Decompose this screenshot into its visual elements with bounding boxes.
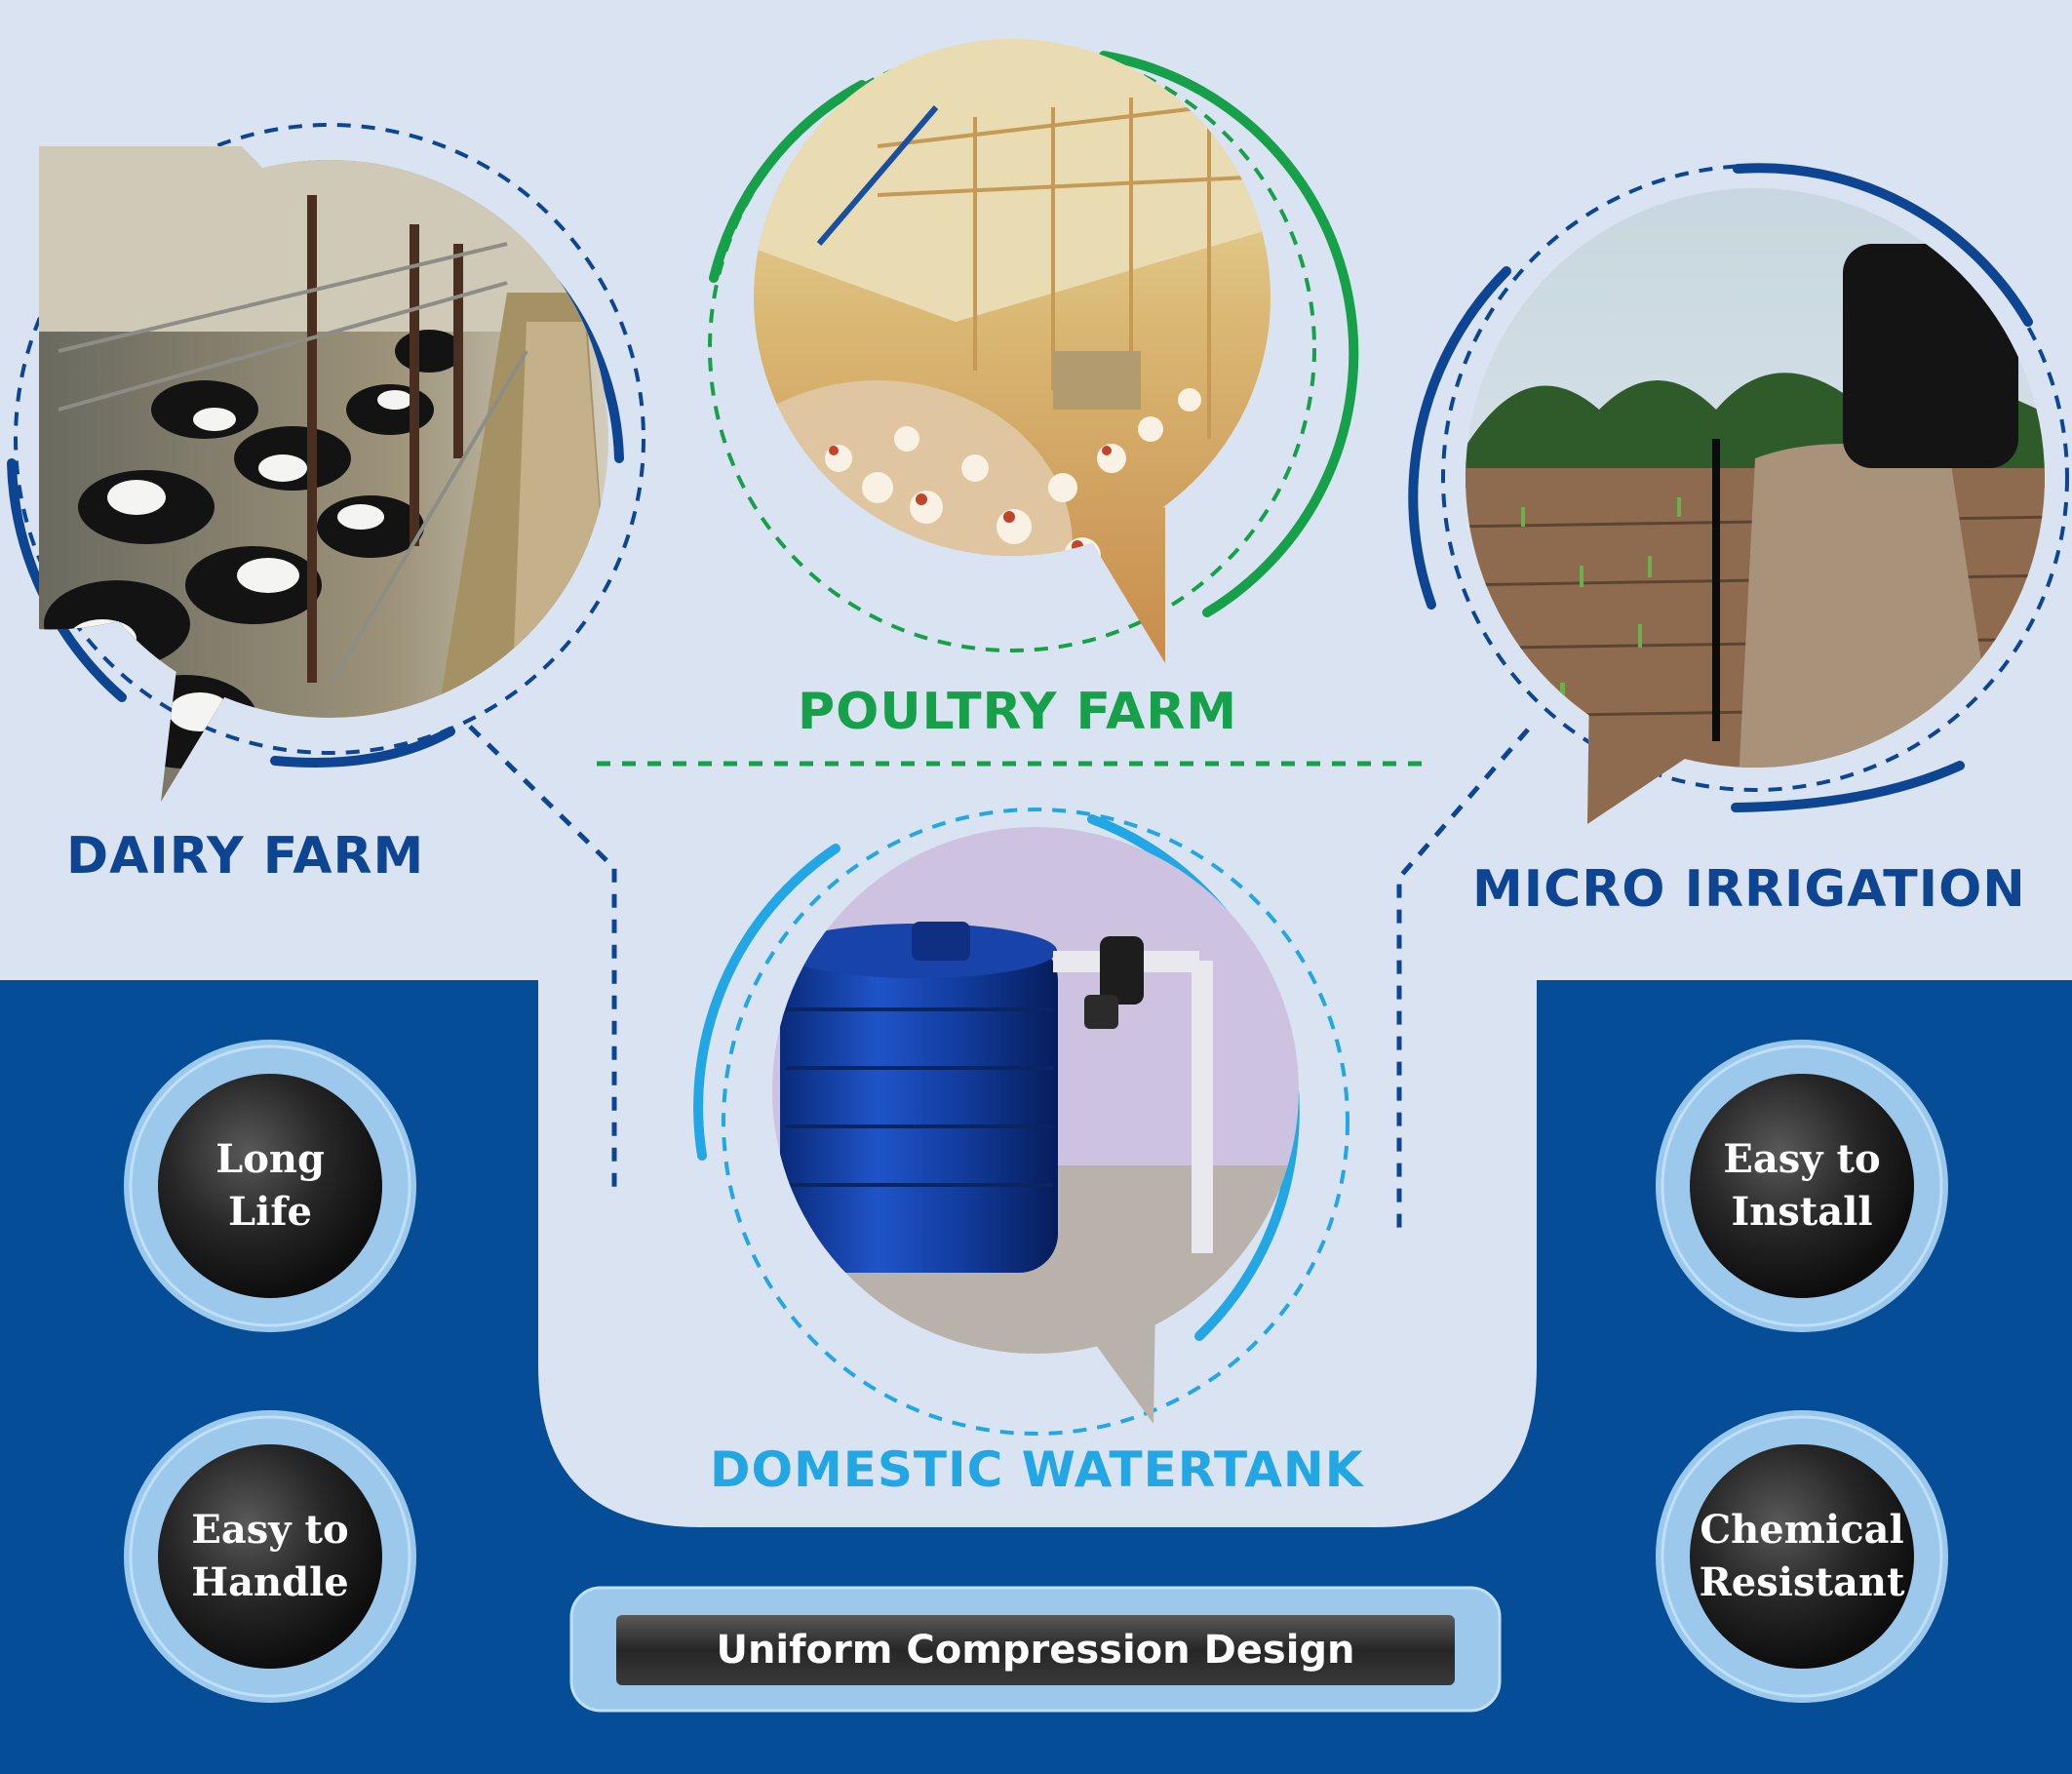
water-tank-photo [772, 827, 1299, 1424]
badge-long-life [124, 1040, 416, 1332]
chemical-resistant-text: Chemical Resistant [1695, 1504, 1909, 1609]
feature-panel [0, 980, 2072, 1774]
design-bar [569, 1586, 1502, 1713]
dairy-farm-bubble [7, 123, 645, 803]
badge-chemical-resistant [1656, 1410, 1948, 1703]
poultry-farm-label: POULTRY FARM [798, 683, 1238, 741]
long-life-text: Long Life [163, 1133, 377, 1239]
chemical-line2: Resistant [1699, 1559, 1905, 1605]
dairy-farm-photo [39, 146, 608, 803]
domestic-watertank-bubble [693, 808, 1349, 1436]
easy-install-line2: Install [1731, 1189, 1873, 1235]
micro-irrigation-bubble [1408, 163, 2069, 824]
easy-install-line1: Easy to [1723, 1136, 1881, 1182]
easy-handle-line1: Easy to [191, 1507, 349, 1553]
badge-easy-to-handle [124, 1410, 416, 1703]
connector-lines [468, 725, 1530, 1229]
domestic-watertank-label: DOMESTIC WATERTANK [710, 1441, 1364, 1498]
poultry-farm-bubble [708, 39, 1359, 663]
design-bar-label: Uniform Compression Design [716, 1628, 1355, 1673]
micro-irrigation-label: MICRO IRRIGATION [1472, 860, 2026, 919]
dairy-farm-label: DAIRY FARM [66, 827, 425, 886]
poultry-farm-photo [754, 39, 1271, 663]
micro-irrigation-photo [1466, 188, 2045, 824]
easy-handle-text: Easy to Handle [163, 1504, 377, 1609]
long-life-line1: Long [215, 1136, 325, 1182]
badge-easy-to-install [1656, 1040, 1948, 1332]
easy-handle-line2: Handle [191, 1559, 349, 1605]
long-life-line2: Life [228, 1189, 312, 1235]
chemical-line1: Chemical [1700, 1507, 1904, 1553]
easy-install-text: Easy to Install [1695, 1133, 1909, 1239]
